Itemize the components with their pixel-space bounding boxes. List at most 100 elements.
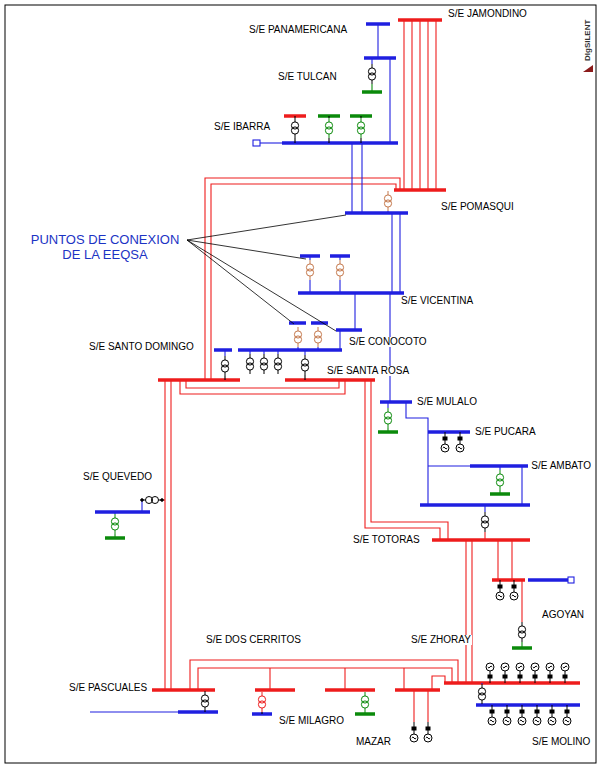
transformer-symbol xyxy=(274,354,281,374)
transformer-link xyxy=(294,116,295,118)
busbar-138kv xyxy=(330,254,350,258)
leader-line xyxy=(187,240,306,259)
generator-symbol xyxy=(533,705,541,725)
busbar-230kv xyxy=(492,578,525,582)
generator-symbol xyxy=(424,722,432,742)
transmission-line-230kv xyxy=(419,20,420,190)
transmission-line-230kv xyxy=(511,540,512,580)
transmission-line-138kv xyxy=(481,683,482,684)
watermark: DIgSILENT xyxy=(583,19,592,62)
substation-label: S/E IBARRA xyxy=(213,122,271,132)
busbar-138kv xyxy=(178,710,218,714)
generator-symbol xyxy=(501,663,509,683)
generator-symbol xyxy=(516,663,524,683)
busbar-138kv xyxy=(380,400,412,404)
transformer-symbol xyxy=(201,691,208,711)
generator-symbol xyxy=(410,722,418,742)
busbar-230kv xyxy=(152,688,215,692)
transformer-symbol xyxy=(361,692,368,712)
generator-symbol xyxy=(456,432,464,452)
busbar-69kv xyxy=(318,114,340,118)
transmission-line-138kv xyxy=(389,58,390,143)
busbar-69kv xyxy=(355,712,375,716)
busbar-138kv xyxy=(214,348,232,352)
transmission-line-138kv xyxy=(406,402,428,505)
busbar-69kv xyxy=(350,114,372,118)
transformer-symbol xyxy=(368,64,375,84)
transformer-symbol xyxy=(478,684,485,704)
busbar-230kv xyxy=(444,681,580,685)
transformer-symbol xyxy=(141,497,164,504)
transmission-line-230kv xyxy=(465,540,466,683)
substation-label: S/E TULCAN xyxy=(277,72,338,82)
transmission-line-138kv xyxy=(339,280,340,293)
busbar-138kv xyxy=(300,254,320,258)
transmission-line-230kv xyxy=(164,380,165,690)
generator-symbol xyxy=(503,705,511,725)
transmission-line-138kv xyxy=(309,280,310,293)
busbar-69kv xyxy=(387,428,388,432)
substation-label: S/E QUEVEDO xyxy=(82,472,153,482)
transmission-line-230kv xyxy=(190,660,458,690)
transmission-line-230kv xyxy=(170,380,171,690)
transformer-symbol xyxy=(294,327,301,347)
substation-label: S/E TOTORAS xyxy=(352,535,421,545)
transmission-line-230kv xyxy=(344,668,345,690)
substation-label: S/E SANTA ROSA xyxy=(326,366,410,376)
generator-symbol xyxy=(496,580,504,600)
logo-mark xyxy=(583,65,593,72)
transmission-line-230kv xyxy=(427,690,428,722)
transformer-symbol xyxy=(336,260,343,280)
transmission-line-230kv xyxy=(205,178,400,380)
busbar-138kv xyxy=(470,464,528,468)
busbar-230kv xyxy=(394,188,446,192)
busbar-138kv xyxy=(238,348,342,352)
generator-symbol xyxy=(518,705,526,725)
transmission-line-230kv xyxy=(471,540,472,683)
substation-label: S/E DOS CERRITOS xyxy=(205,635,302,645)
substation-label: S/E MULALO xyxy=(416,397,478,407)
substation-label: S/E PANAMERICANA xyxy=(248,25,348,35)
generator-symbol xyxy=(410,432,571,742)
substation-label: S/E ZHORAY xyxy=(410,635,472,645)
transformer-symbol xyxy=(260,354,267,374)
transmission-line-230kv xyxy=(161,20,522,722)
transmission-line-230kv xyxy=(411,20,412,190)
substation-label: S/E PUCARA xyxy=(474,427,537,437)
transmission-line-230kv xyxy=(403,668,404,690)
busbar-230kv xyxy=(395,688,440,692)
leader-line xyxy=(187,215,346,240)
transformer-symbol xyxy=(496,470,503,490)
transformer-symbol xyxy=(384,408,391,428)
busbar-138kv xyxy=(95,24,580,714)
generator-symbol xyxy=(441,432,449,452)
substation-label: S/E MOLINO xyxy=(531,737,591,747)
substation-label: S/E MILAGRO xyxy=(278,716,345,726)
transformer-link xyxy=(360,138,361,143)
transmission-line-230kv xyxy=(432,676,445,690)
transmission-line-138kv xyxy=(90,711,178,712)
busbar-138kv xyxy=(252,712,272,716)
busbar-138kv xyxy=(364,56,396,60)
busbar-230kv xyxy=(285,378,375,382)
busbar-138kv xyxy=(428,430,470,434)
transmission-line-138kv xyxy=(351,143,352,213)
generator-symbol xyxy=(546,663,554,683)
transformer-symbol xyxy=(301,355,308,375)
generator-symbol xyxy=(488,705,496,725)
substation-label: S/E AMBATO xyxy=(530,461,592,471)
busbar-69kv xyxy=(114,534,115,538)
transmission-line-138kv xyxy=(377,24,378,58)
busbar-138kv xyxy=(282,141,398,145)
transformer-symbol xyxy=(221,356,228,376)
transformer-symbol xyxy=(357,118,364,138)
transmission-line-230kv xyxy=(497,540,498,580)
busbar-138kv xyxy=(345,211,408,215)
transformer-symbol xyxy=(111,64,525,712)
transformer-symbol xyxy=(246,354,253,374)
busbar-138kv xyxy=(95,510,150,514)
logo-mark xyxy=(583,65,593,72)
substation-label: S/E VICENTINA xyxy=(400,296,474,306)
